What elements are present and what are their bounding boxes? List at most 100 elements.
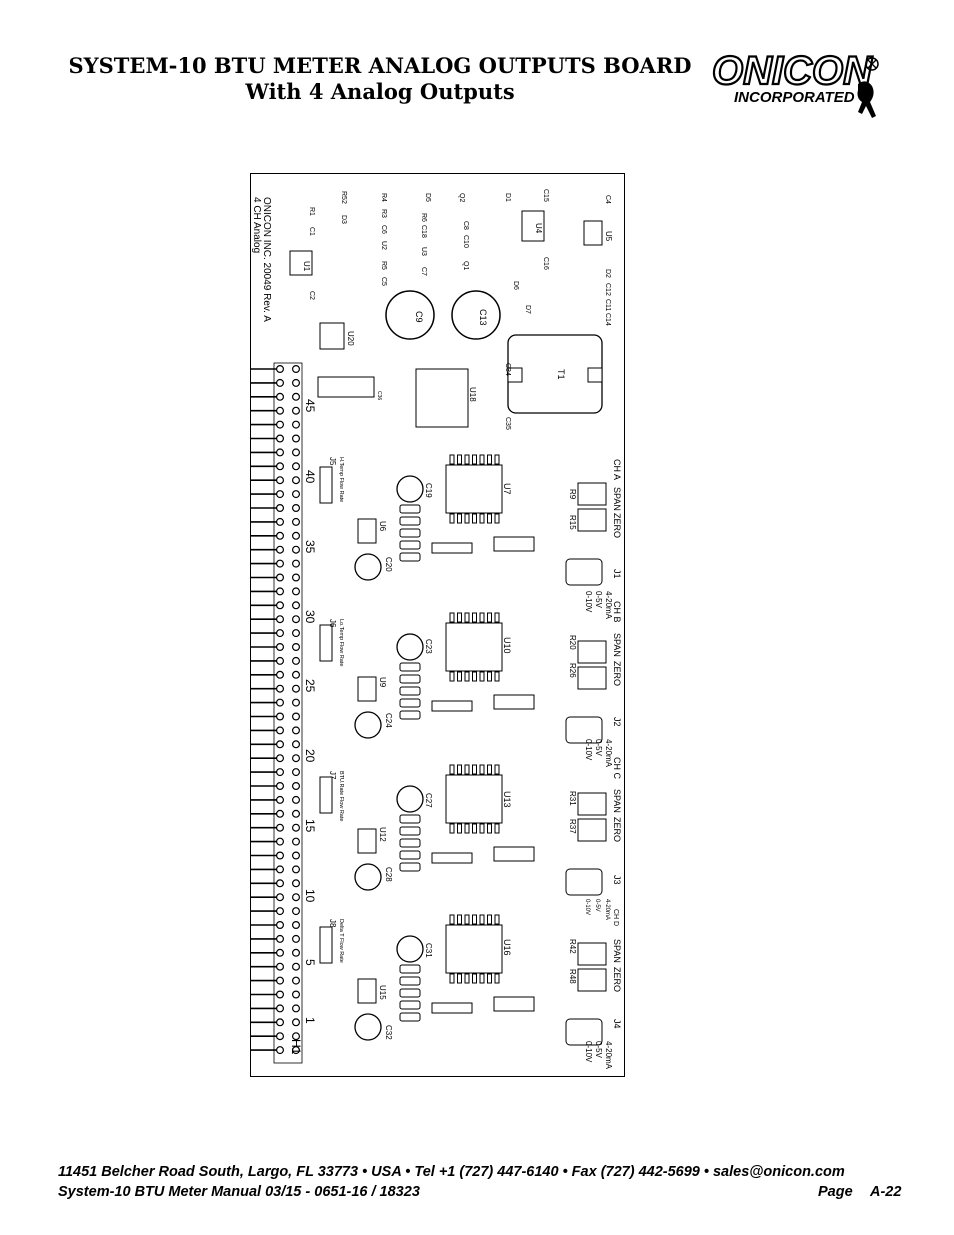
ic-pin	[457, 914, 462, 925]
header-pad	[291, 809, 300, 818]
header-pad	[276, 365, 285, 374]
header-pad	[276, 809, 285, 818]
channel-a-span: SPAN	[612, 487, 622, 511]
ic-pin	[494, 914, 500, 925]
cap-c9	[385, 290, 435, 340]
header-pad	[291, 476, 300, 485]
reg-u18: U18	[468, 387, 477, 402]
part-c35: C35	[504, 417, 511, 430]
header-pad	[291, 643, 300, 652]
header-pad	[291, 573, 300, 582]
header-pad	[291, 948, 300, 957]
diode	[493, 694, 535, 710]
part-u3: U3	[420, 247, 427, 256]
ic-pin	[487, 823, 492, 834]
ic-pin	[457, 612, 462, 623]
zero-res-c: R37	[568, 819, 577, 834]
resistor	[399, 504, 421, 514]
header-pad	[291, 462, 300, 471]
ic-pin	[494, 454, 500, 465]
header-pad	[276, 559, 285, 568]
ic-u19	[317, 376, 375, 398]
j3-opt-420: 4-20mA	[604, 899, 610, 920]
channel-cap	[354, 863, 382, 891]
header-pad	[276, 1046, 285, 1055]
header-pad	[276, 781, 285, 790]
header-pad	[276, 920, 285, 929]
footer-manual-ref: System-10 BTU Meter Manual 03/15 - 0651-…	[58, 1184, 420, 1200]
onicon-logo: ONICON INCORPORATED	[711, 50, 879, 118]
page-subtitle: With 4 Analog Outputs	[245, 79, 515, 104]
j2-opt-05: 0-5V	[594, 739, 603, 757]
header-pad	[276, 837, 285, 846]
ic-pin	[494, 612, 500, 623]
header-pad	[276, 726, 285, 735]
diode	[431, 542, 473, 554]
cap-c31: C31	[424, 943, 433, 958]
resistor	[399, 1012, 421, 1022]
part-c4: C4	[604, 195, 611, 204]
ic-pin	[472, 973, 477, 984]
ic-pin	[449, 454, 455, 465]
cap-c20: C20	[384, 557, 393, 572]
ic-pin	[472, 513, 477, 524]
pin-number-30: 30	[303, 610, 317, 624]
ic-u18	[415, 368, 469, 428]
j1-opt-420: 4-20mA	[604, 591, 613, 620]
footer-address: 11451 Belcher Road South, Largo, FL 3377…	[58, 1164, 845, 1180]
zero-trimmer	[577, 508, 607, 532]
channel-cap	[396, 475, 424, 503]
cap-c24: C24	[384, 713, 393, 728]
header-pad	[276, 768, 285, 777]
part-c34: C34	[504, 363, 511, 376]
reg-u4: U4	[534, 223, 543, 234]
header-pad	[291, 1046, 300, 1055]
regulator-u1	[289, 250, 313, 276]
diode	[431, 1002, 473, 1014]
resistor	[399, 686, 421, 696]
header-pad	[291, 615, 300, 624]
cap-c19: C19	[424, 483, 433, 498]
pin-number-35: 35	[303, 540, 317, 554]
zero-res-d: R48	[568, 969, 577, 984]
resistor	[399, 710, 421, 720]
header-pad	[276, 656, 285, 665]
resistor	[399, 964, 421, 974]
ic-pin	[472, 764, 477, 775]
pin-number-25: 25	[303, 679, 317, 693]
cap-c32: C32	[384, 1025, 393, 1040]
channel-c-zero: ZERO	[612, 817, 622, 842]
board-components	[250, 210, 607, 1064]
diode	[493, 996, 535, 1012]
header-pad	[291, 531, 300, 540]
part-c11: C11	[604, 299, 611, 311]
header-pad	[291, 517, 300, 526]
resistor	[399, 814, 421, 824]
board-silkscreen-2: 4 CH Analog	[251, 197, 262, 253]
j4-opt-420: 4-20mA	[604, 1041, 613, 1070]
part-c10: C10	[462, 235, 469, 248]
channel-c-span: SPAN	[612, 789, 622, 813]
jumper-j4: J4	[612, 1019, 622, 1029]
ic-pin	[479, 973, 485, 984]
ic-pin	[487, 513, 492, 524]
ic-pin	[457, 671, 462, 682]
part-r3: R3	[380, 209, 387, 218]
ic-pin	[449, 823, 455, 834]
channel-b-zero: ZERO	[612, 661, 622, 686]
header-pad	[291, 823, 300, 832]
reg-u1: U1	[302, 261, 311, 272]
header-pad	[291, 378, 300, 387]
zero-res-b: R26	[568, 663, 577, 678]
part-c16: C16	[542, 257, 549, 270]
opamp	[357, 978, 377, 1004]
ic-pin	[487, 973, 492, 984]
header-pad	[276, 629, 285, 638]
part-d7: D7	[524, 305, 531, 314]
part-r4: R4	[380, 193, 387, 202]
ic-pin	[449, 764, 455, 775]
selector-header	[319, 926, 333, 964]
header-pad	[291, 740, 300, 749]
logo-subtitle: INCORPORATED	[734, 89, 855, 106]
header-pad	[276, 823, 285, 832]
